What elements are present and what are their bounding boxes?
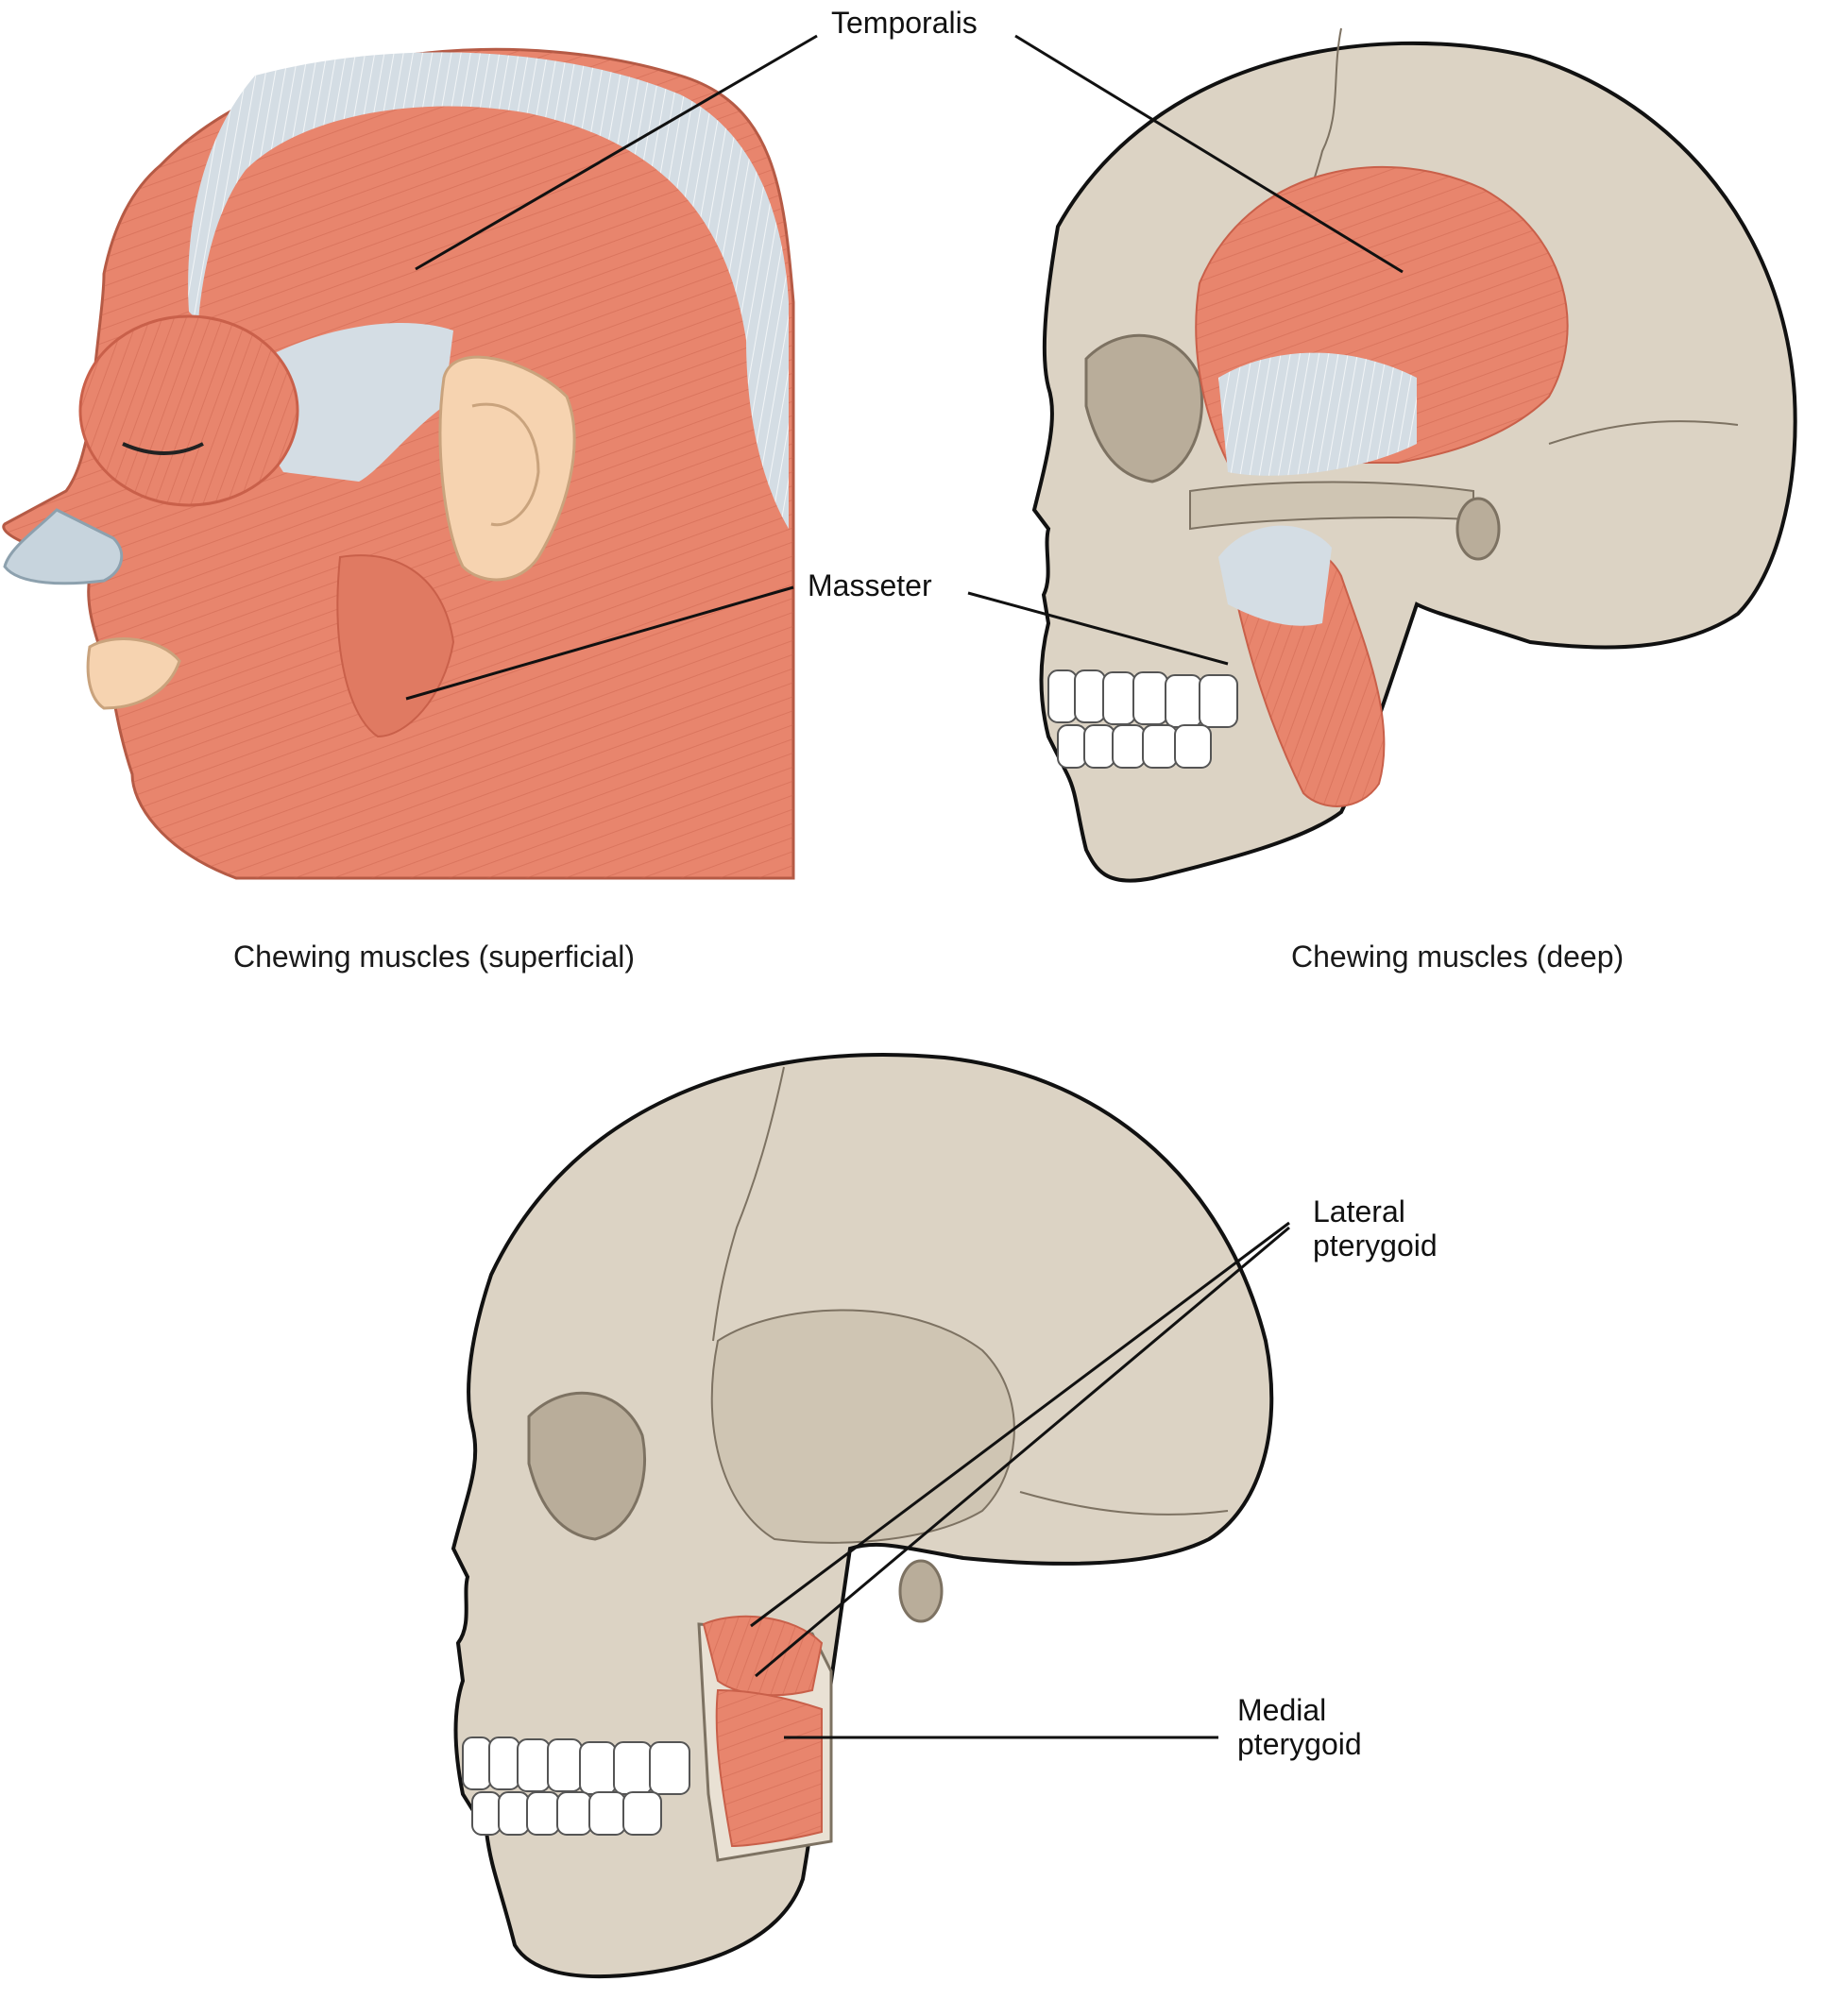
leader-temporalis-deep	[1014, 34, 1404, 274]
lips	[86, 637, 181, 710]
ear	[438, 355, 576, 582]
masseter-superficial	[336, 554, 455, 738]
teeth-deep	[1047, 669, 1238, 769]
label-medial-pterygoid-line1: Medial	[1237, 1693, 1327, 1727]
orbit-deep	[1084, 333, 1204, 483]
label-lateral-pterygoid-line1: Lateral	[1313, 1194, 1405, 1228]
temporal-tendon	[255, 323, 453, 482]
orbit-bottom	[527, 1391, 647, 1541]
leader-temporalis-superficial	[415, 34, 818, 271]
caption-superficial: Chewing muscles (superficial)	[233, 940, 636, 974]
label-medial-pterygoid-line2: pterygoid	[1237, 1727, 1362, 1761]
nose-cartilage	[3, 508, 124, 585]
label-medial-pterygoid: Medial pterygoid	[1237, 1693, 1362, 1761]
caption-deep: Chewing muscles (deep)	[1291, 940, 1625, 974]
label-masseter: Masseter	[808, 568, 932, 602]
temporal-fossa	[710, 1309, 1015, 1544]
closed-eye	[122, 442, 204, 455]
label-lateral-pterygoid-line2: pterygoid	[1313, 1228, 1438, 1262]
teeth-bottom	[462, 1736, 690, 1836]
label-lateral-pterygoid: Lateral pterygoid	[1313, 1194, 1438, 1262]
label-temporalis: Temporalis	[831, 6, 978, 40]
deep-skull	[1031, 27, 1797, 883]
ear-canal-bottom	[898, 1559, 944, 1623]
leader-masseter-superficial	[405, 585, 794, 701]
leader-lines	[405, 34, 1404, 1739]
leader-lateral-pterygoid-1	[750, 1221, 1290, 1628]
pterygoid-skull	[451, 1053, 1274, 1979]
leader-masseter-deep	[967, 591, 1229, 666]
leader-lateral-pterygoid-2	[755, 1226, 1290, 1678]
masseter-deep-tendon	[1218, 525, 1332, 626]
superficial-head	[2, 47, 795, 880]
ear-canal-deep	[1455, 497, 1501, 561]
